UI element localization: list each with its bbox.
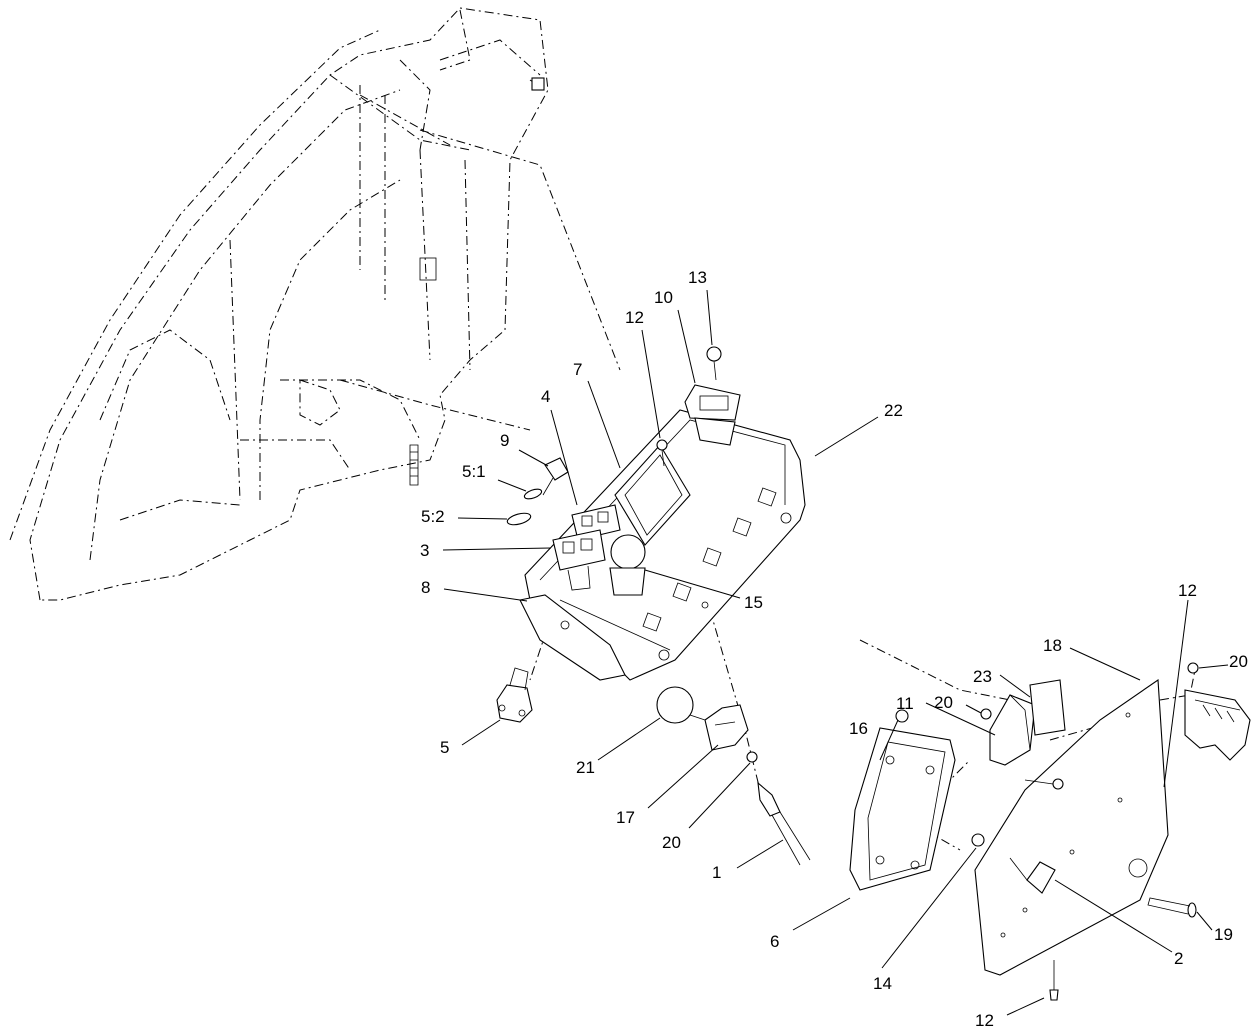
controller-module: [849, 727, 956, 891]
washer-51: [523, 488, 543, 500]
callout-15: 15: [744, 593, 763, 612]
callout-12-right: 12: [1178, 581, 1197, 600]
nut-52: [506, 512, 532, 526]
callout-5: 5: [440, 738, 449, 757]
callout-3: 3: [420, 541, 429, 560]
callout-18: 18: [1043, 636, 1062, 655]
screw-bottom: [1049, 960, 1059, 1001]
callout-4: 4: [541, 387, 550, 406]
screw-right: [1024, 778, 1064, 790]
callout-1: 1: [712, 863, 721, 882]
ball-knob: [656, 686, 706, 724]
callout-12-top: 12: [625, 308, 644, 327]
screw-upper: [656, 439, 668, 467]
switch-4: [571, 504, 621, 541]
mounting-panel: [974, 678, 1169, 976]
nut-16: [895, 709, 909, 723]
terminal-block: [1184, 689, 1251, 761]
knob: [706, 346, 722, 381]
callout-10: 10: [654, 288, 673, 307]
decal: [1029, 679, 1066, 736]
callout-11: 11: [896, 694, 914, 713]
callout-20-right: 20: [1229, 652, 1248, 671]
hour-meter: [684, 384, 741, 446]
nut-14: [971, 833, 985, 847]
mounting-plate: [519, 594, 626, 681]
callout-23: 23: [973, 667, 992, 686]
callout-labels: 13 10 12 7 22 4 9 5:1 5:2 3 8 15 5 21 17…: [420, 268, 1248, 1030]
callout-20-mid: 20: [934, 693, 953, 712]
callout-5-2: 5:2: [421, 507, 445, 526]
nut-20-c: [1187, 662, 1199, 674]
fender-housing: [9, 7, 549, 601]
callout-12-bottom: 12: [975, 1011, 994, 1030]
cover-plate: [614, 444, 691, 546]
callout-14: 14: [873, 974, 892, 993]
callout-21: 21: [576, 758, 595, 777]
callout-22: 22: [884, 401, 903, 420]
callout-20-lower: 20: [662, 833, 681, 852]
leader-lines: [442, 289, 1229, 1016]
callout-6: 6: [770, 932, 779, 951]
nut-20-b: [980, 708, 992, 720]
key-switch: [496, 667, 533, 723]
bolt-19: [1147, 897, 1197, 918]
callout-8: 8: [421, 578, 430, 597]
callout-13: 13: [688, 268, 707, 287]
callout-19: 19: [1214, 925, 1233, 944]
callout-2: 2: [1174, 949, 1183, 968]
key: [542, 457, 569, 496]
lever-bracket: [704, 704, 749, 751]
callout-16: 16: [849, 719, 868, 738]
latch: [1009, 857, 1056, 894]
push-button: [609, 534, 646, 596]
switch-3: [552, 529, 606, 591]
cable: [757, 781, 811, 866]
callout-5-1: 5:1: [462, 462, 486, 481]
callout-17: 17: [616, 808, 635, 827]
callout-9: 9: [500, 431, 509, 450]
callout-7: 7: [573, 360, 582, 379]
relay: [989, 694, 1036, 766]
nut-20-a: [746, 751, 758, 763]
